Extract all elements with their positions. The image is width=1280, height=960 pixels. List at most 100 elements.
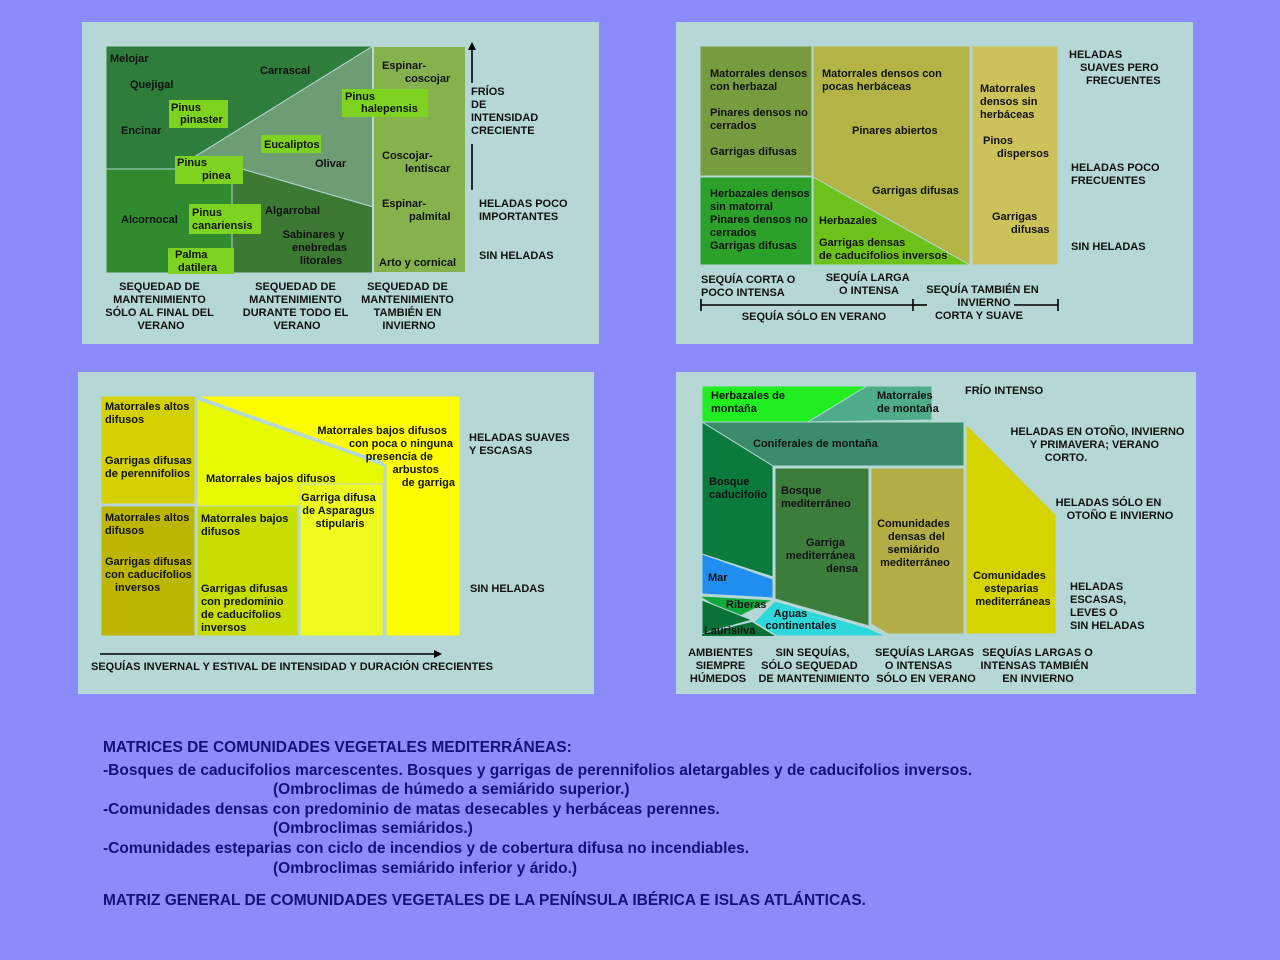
caption-line-2: -Comunidades densas con predominio de ma… bbox=[103, 800, 720, 818]
label-encinar: Encinar bbox=[121, 125, 162, 137]
label-bottom-col1: SEQUEDAD DE MANTENIMIENTO SÓLO AL FINAL … bbox=[105, 281, 216, 332]
label-sin-heladas: SIN HELADAS bbox=[479, 250, 554, 262]
matrix-diagram-2: Matorrales densos con herbazal Pinares d… bbox=[699, 45, 1163, 323]
label-coniferales: Coniferales de montaña bbox=[753, 438, 879, 450]
caption-line-3: -Comunidades esteparias con ciclo de inc… bbox=[103, 839, 749, 857]
label-coscojar-lentiscar: Coscojar- lentiscar bbox=[382, 150, 451, 175]
region-matorrales-herbazal bbox=[699, 45, 813, 177]
label-bottom-col1: AMBIENTES SIEMPRE HÚMEDOS bbox=[688, 647, 756, 685]
region-matorrales-bajos-2 bbox=[196, 505, 299, 637]
matrix-diagram-4: Herbazales de montaña Matorrales de mont… bbox=[688, 384, 1185, 685]
label-garrigas-difusas-1: Garrigas difusas bbox=[710, 146, 797, 158]
label-sequia-larga: SEQUÍA LARGA O INTENSA bbox=[826, 271, 913, 297]
label-bottom-col2: SEQUEDAD DE MANTENIMIENTO DURANTE TODO E… bbox=[243, 281, 351, 332]
label-heladas-poco: HELADAS POCO FRECUENTES bbox=[1071, 162, 1163, 187]
label-matorrales-altos-2: Matorrales altos difusos bbox=[105, 512, 192, 537]
matrix-panel-1: Melojar Quejigal Encinar Carrascal Oliva… bbox=[82, 22, 599, 344]
region-matorrales-montana bbox=[806, 385, 933, 423]
label-sequia-solo-verano: SEQUÍA SÓLO EN VERANO bbox=[742, 310, 887, 323]
region-matorrales-altos-1 bbox=[100, 395, 196, 505]
region-comunidades-esteparias bbox=[965, 422, 1057, 635]
label-garrigas-perennifolios: Garrigas difusas de perennifolios bbox=[105, 455, 195, 480]
label-heladas-solo: HELADAS SÓLO EN OTOÑO E INVIERNO bbox=[1056, 496, 1174, 522]
region-bosque-caducifolio bbox=[701, 421, 774, 578]
label-garrigas-predominio: Garrigas difusas con predominio de caduc… bbox=[201, 583, 291, 634]
arrow-frios-head bbox=[468, 42, 476, 50]
label-pinus-pinea: Pinus pinea bbox=[177, 157, 232, 182]
label-heladas-suaves: HELADAS SUAVES PERO FRECUENTES bbox=[1069, 49, 1162, 87]
label-olivar: Olivar bbox=[315, 158, 347, 170]
region-herbazales bbox=[812, 176, 972, 266]
label-bosque-mediterraneo: Bosque mediterráneo bbox=[781, 485, 851, 510]
arrow-sequias-head bbox=[434, 650, 442, 658]
region-bosque-mediterraneo bbox=[774, 467, 870, 627]
label-matorrales-montana: Matorrales de montaña bbox=[877, 390, 940, 415]
region-laurisilva bbox=[701, 599, 754, 635]
matrix-diagram-1: Melojar Quejigal Encinar Carrascal Oliva… bbox=[105, 42, 571, 332]
label-herbazales-densos: Herbazales densos sin matorral Pinares d… bbox=[710, 188, 813, 252]
label-laurisilva: Laurisilva bbox=[704, 625, 756, 637]
label-bosque-caducifolio: Bosque caducifolio bbox=[709, 476, 767, 501]
region-comunidades-densas bbox=[870, 467, 965, 635]
box-palma-datilera bbox=[168, 248, 234, 274]
label-comunidades-esteparias: Comunidades esteparias mediterráneas bbox=[973, 570, 1051, 608]
label-herbazales: Herbazales bbox=[819, 215, 877, 227]
matrix-panel-4: Herbazales de montaña Matorrales de mont… bbox=[676, 372, 1196, 694]
label-matorrales-altos-1: Matorrales altos difusos bbox=[105, 401, 192, 426]
label-sabinares: Sabinares y enebredas litorales bbox=[283, 229, 350, 267]
label-aguas: Aguas continentales bbox=[766, 608, 837, 632]
label-garrigas-densas: Garrigas densas de caducifolios inversos bbox=[819, 237, 947, 262]
label-carrascal: Carrascal bbox=[260, 65, 310, 77]
box-pinus-pinea bbox=[175, 156, 243, 184]
label-matorrales-bajos-1: Matorrales bajos difusos bbox=[206, 473, 336, 485]
label-frio-intenso: FRÍO INTENSO bbox=[965, 384, 1044, 397]
region-right-column bbox=[372, 45, 467, 274]
label-bottom-col3: SEQUEDAD DE MANTENIMIENTO TAMBIÉN EN INV… bbox=[361, 281, 457, 332]
label-pinus-canariensis: Pinus canariensis bbox=[192, 207, 253, 232]
label-garrigas-caducifolios: Garrigas difusas con caducifolios invers… bbox=[105, 556, 195, 594]
label-sequia-tambien: SEQUÍA TAMBIÉN EN INVIERNO bbox=[926, 283, 1042, 309]
label-frios: FRÍOS DE INTENSIDAD CRECIENTE bbox=[471, 85, 541, 137]
box-pinus-halepensis bbox=[342, 89, 428, 117]
label-eucaliptos: Eucaliptos bbox=[264, 139, 320, 151]
label-bottom-col3: SEQUÍAS LARGAS O INTENSAS SÓLO EN VERANO bbox=[875, 646, 977, 685]
region-herbazales-densos bbox=[699, 176, 813, 266]
region-aguas bbox=[753, 600, 887, 637]
label-alcornocal: Alcornocal bbox=[121, 214, 178, 226]
caption-line-3b: (Ombroclimas semiárido inferior y árido.… bbox=[273, 859, 578, 877]
label-matorrales-pocas: Matorrales densos con pocas herbáceas bbox=[822, 68, 945, 93]
caption-block: MATRICES DE COMUNIDADES VEGETALES MEDITE… bbox=[103, 738, 1253, 911]
label-matorrales-poca: Matorrales bajos difusos con poca o ning… bbox=[317, 425, 456, 489]
label-heladas-suaves: HELADAS SUAVES Y ESCASAS bbox=[469, 432, 573, 457]
label-bottom-col2: SIN SEQUÍAS, SÓLO SEQUEDAD DE MANTENIMIE… bbox=[758, 646, 869, 685]
region-garriga-asparagus bbox=[299, 483, 384, 637]
caption-line-1: -Bosques de caducifolios marcescentes. B… bbox=[103, 761, 973, 779]
caption-footer: MATRIZ GENERAL DE COMUNIDADES VEGETALES … bbox=[103, 892, 866, 910]
label-espinar-palmital: Espinar- palmital bbox=[382, 198, 451, 223]
label-bottom-col4: SEQUÍAS LARGAS O INTENSAS TAMBIÉN EN INV… bbox=[980, 646, 1095, 685]
label-matorrales-bajos-2: Matorrales bajos difusos bbox=[201, 513, 291, 538]
label-garriga-asparagus: Garriga difusa de Asparagus stipularis bbox=[301, 492, 379, 530]
label-espinar-coscojar: Espinar- coscojar bbox=[382, 60, 451, 85]
label-palma-datilera: Palma datilera bbox=[175, 249, 218, 274]
matrix-panel-2: Matorrales densos con herbazal Pinares d… bbox=[676, 22, 1193, 344]
matrix-panel-3: Matorrales altos difusos Garrigas difusa… bbox=[78, 372, 594, 694]
box-eucaliptos bbox=[261, 135, 321, 153]
label-pinares-densos: Pinares densos no cerrados bbox=[710, 107, 811, 132]
label-heladas-escasas: HELADAS ESCASAS, LEVES O SIN HELADAS bbox=[1070, 581, 1145, 632]
caption-line-2b: (Ombroclimas semiáridos.) bbox=[273, 820, 473, 838]
region-matorrales-altos-2 bbox=[100, 505, 196, 637]
label-heladas-poco-importantes: HELADAS POCO IMPORTANTES bbox=[479, 198, 571, 223]
box-pinus-pinaster bbox=[169, 100, 228, 128]
caption-line-1b: (Ombroclimas de húmedo a semiárido super… bbox=[273, 781, 630, 799]
label-matorrales-herbazal: Matorrales densos con herbazal bbox=[710, 68, 810, 93]
label-pinos-dispersos: Pinos dispersos bbox=[983, 135, 1049, 160]
label-garrigas-difusas-3: Garrigas difusas bbox=[992, 211, 1050, 236]
caption-title: MATRICES DE COMUNIDADES VEGETALES MEDITE… bbox=[103, 739, 572, 756]
label-sin-heladas: SIN HELADAS bbox=[1071, 241, 1146, 253]
region-divider bbox=[197, 396, 384, 466]
label-herbazales-montana: Herbazales de montaña bbox=[711, 390, 788, 415]
label-sequia-corta: SEQUÍA CORTA O POCO INTENSA bbox=[701, 273, 798, 299]
matrix-diagram-3: Matorrales altos difusos Garrigas difusa… bbox=[91, 395, 573, 673]
region-matorrales-sin bbox=[971, 45, 1059, 266]
